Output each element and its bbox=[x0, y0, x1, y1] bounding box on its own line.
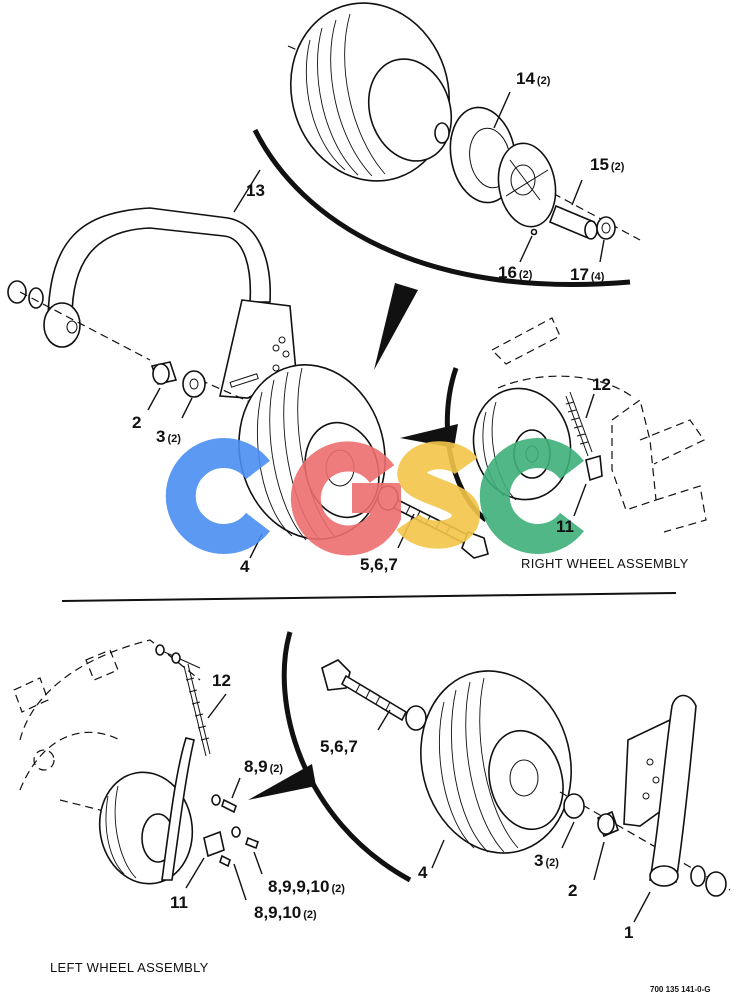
nut-17 bbox=[596, 216, 616, 240]
lower-wheel-assembly bbox=[248, 631, 731, 923]
detail-pointer-top bbox=[374, 283, 418, 370]
callout-89: 8,9(2) bbox=[244, 757, 283, 776]
bail-13 bbox=[47, 207, 271, 319]
document-number: 700 135 141-0-G bbox=[650, 985, 711, 994]
callout-11-right: 11 bbox=[556, 517, 574, 536]
callout-2-upper: 2 bbox=[132, 413, 141, 432]
detail-arc-top bbox=[252, 128, 631, 288]
bolt-lower bbox=[321, 659, 408, 722]
callout-12-right: 12 bbox=[592, 375, 611, 394]
hub-detail bbox=[252, 2, 641, 288]
callout-17: 17(4) bbox=[570, 265, 605, 284]
callout-1: 1 bbox=[624, 923, 633, 942]
watermark-letter-g bbox=[290, 441, 401, 556]
tire-top bbox=[289, 2, 453, 182]
callout-567-lower: 5,6,7 bbox=[320, 737, 358, 756]
callout-4-upper: 4 bbox=[240, 557, 250, 576]
callout-13: 13 bbox=[246, 181, 265, 200]
callout-3-upper: 3(2) bbox=[156, 427, 181, 446]
callout-8910: 8,9,10(2) bbox=[254, 903, 317, 922]
callout-15: 15(2) bbox=[590, 155, 625, 174]
callout-11-left: 11 bbox=[170, 893, 188, 912]
watermark-letter-c1 bbox=[165, 438, 270, 554]
section-divider bbox=[61, 592, 677, 602]
callout-14: 14(2) bbox=[516, 69, 551, 88]
title-left-wheel-assembly: LEFT WHEEL ASSEMBLY bbox=[50, 960, 209, 975]
upper-wheel-assembly bbox=[7, 169, 489, 559]
callout-16: 16(2) bbox=[498, 263, 533, 282]
valve-16 bbox=[530, 228, 538, 236]
washer-top bbox=[434, 122, 450, 144]
callout-89910: 8,9,9,10(2) bbox=[268, 877, 345, 896]
rim-halves-top bbox=[449, 106, 557, 228]
title-right-wheel-assembly: RIGHT WHEEL ASSEMBLY bbox=[521, 556, 689, 571]
callout-4-lower: 4 bbox=[418, 863, 428, 882]
callout-2-lower: 2 bbox=[568, 881, 577, 900]
watermark-letter-s bbox=[396, 441, 481, 549]
detail-arc-bottom bbox=[281, 631, 412, 883]
bail-1 bbox=[649, 694, 697, 883]
left-wheel-inset bbox=[13, 639, 263, 901]
cgsc-watermark bbox=[165, 438, 584, 556]
callout-567-upper: 5,6,7 bbox=[360, 555, 398, 574]
watermark-letter-c2 bbox=[479, 438, 584, 554]
callout-3-lower: 3(2) bbox=[534, 851, 559, 870]
tire-4-lower bbox=[420, 670, 572, 854]
callout-12-left: 12 bbox=[212, 671, 231, 690]
sleeve-15 bbox=[548, 204, 598, 240]
detail-pointer-bottom bbox=[248, 764, 316, 800]
